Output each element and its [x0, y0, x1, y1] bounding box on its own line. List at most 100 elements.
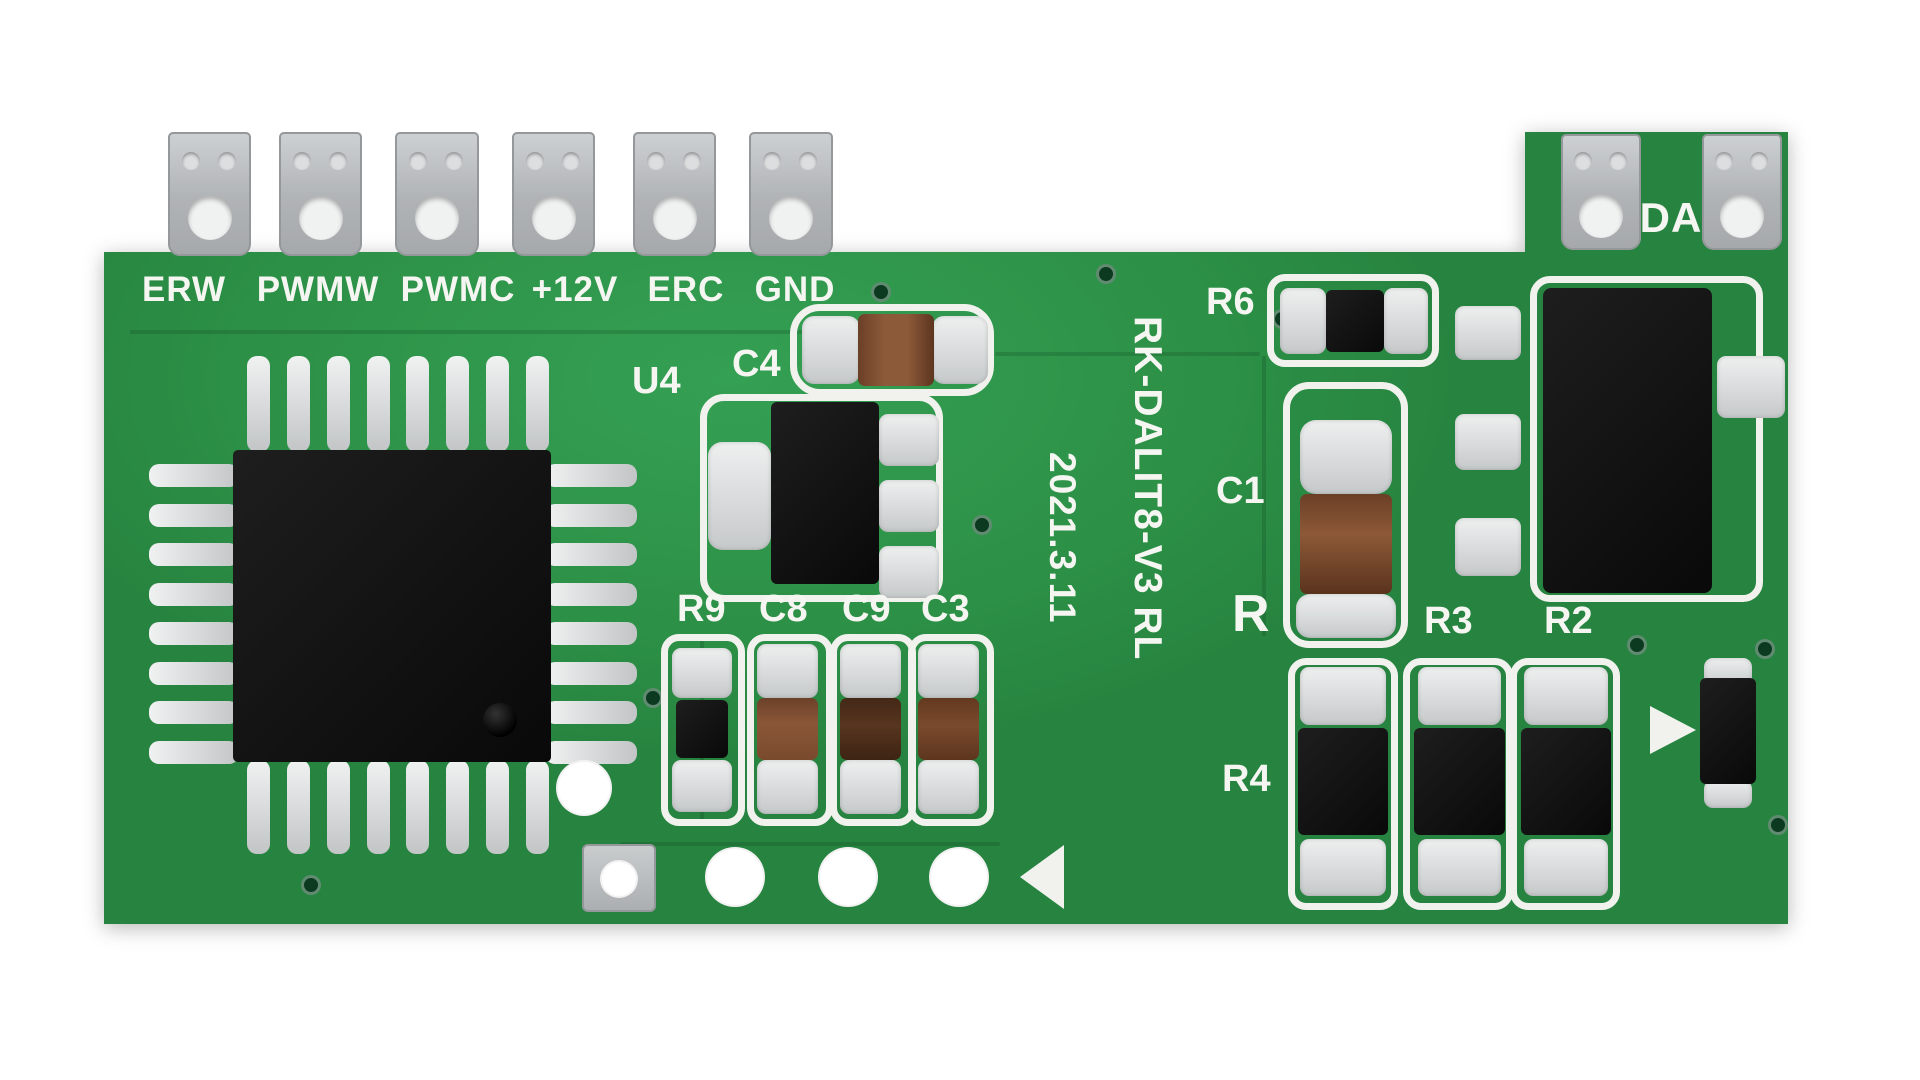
qfp-pin — [545, 582, 637, 606]
qfp-pin — [326, 356, 350, 452]
connector-tab-erw — [168, 132, 251, 256]
qfp-pin — [247, 356, 270, 452]
ic-lead-pad — [1455, 414, 1521, 470]
r4-body — [1298, 728, 1388, 835]
r9-terminal — [672, 648, 732, 698]
connector-pin-hole — [182, 152, 200, 170]
connector-label-pwmw: PWMW — [256, 270, 380, 309]
qfp-pin — [149, 464, 239, 487]
connector-tab-12v — [512, 132, 595, 256]
u4-lead-pad — [879, 546, 939, 598]
qfp-pin — [545, 464, 637, 487]
qfp-pin — [149, 701, 239, 725]
connector-wire-hole — [1720, 194, 1764, 238]
connector-pin-hole — [409, 152, 427, 170]
connector-wire-hole — [299, 196, 343, 240]
pad-hole — [600, 860, 638, 898]
silkscreen-outline-r3 — [1403, 658, 1513, 910]
r2-terminal — [1524, 667, 1608, 725]
silkscreen-outline-r6 — [1267, 274, 1439, 367]
connector-tab-pwmc — [395, 132, 479, 256]
connector-pin-hole — [445, 152, 463, 170]
r3-body — [1414, 728, 1505, 835]
square-pad — [582, 844, 656, 912]
label-r4: R4 — [1222, 758, 1271, 800]
label-r-single: R — [1232, 585, 1270, 643]
r4-terminal — [1300, 839, 1386, 896]
qfp-pin — [326, 760, 350, 854]
c4-terminal — [932, 316, 988, 384]
mounting-hole — [818, 847, 878, 907]
c1-terminal — [1300, 420, 1392, 494]
silkscreen-outline-u4 — [700, 394, 943, 602]
qfp-pin — [446, 356, 470, 452]
connector-tab-erc — [633, 132, 716, 256]
connector-pin-hole — [683, 152, 701, 170]
connector-wire-hole — [653, 196, 697, 240]
c8-body — [757, 698, 818, 760]
connector-pin-hole — [1609, 152, 1627, 170]
connector-pin-hole — [293, 152, 311, 170]
qfp-pin — [545, 661, 637, 685]
u4-body — [771, 402, 879, 584]
c8-terminal — [757, 644, 818, 698]
connector-pin-hole — [763, 152, 781, 170]
copper-trace — [1262, 356, 1266, 636]
qfp-pin — [486, 356, 510, 452]
connector-wire-hole — [532, 196, 576, 240]
qfp-pin — [545, 543, 637, 567]
connector-pin-hole — [562, 152, 580, 170]
silkscreen-outline-c3 — [908, 634, 994, 826]
qfp-pin-bank-top — [247, 356, 549, 452]
qfp-pin — [149, 582, 239, 606]
u4-lead-pad — [879, 480, 939, 532]
qfp-pin — [366, 356, 390, 452]
c1-terminal — [1296, 594, 1396, 638]
qfp-pin-bank-right — [545, 464, 637, 764]
ic-body — [1543, 288, 1712, 593]
qfp-pin — [247, 760, 270, 854]
connector-tab-pwmw — [279, 132, 362, 256]
u4-tab-pad — [708, 442, 771, 550]
qfp-pin1-dot — [483, 703, 517, 737]
qfp-pin — [366, 760, 390, 854]
board-edge-triangle-mark — [1020, 845, 1064, 909]
qfp-pin — [486, 760, 510, 854]
qfp-pin — [545, 740, 637, 764]
connector-pin-hole — [218, 152, 236, 170]
diode-arrow-mark — [1650, 706, 1696, 754]
qfp-pin — [406, 356, 430, 452]
connector-label-gnd: GND — [754, 270, 836, 309]
r9-body — [676, 700, 728, 758]
qfp-pin — [545, 503, 637, 527]
ic-lead-pad — [1455, 306, 1521, 360]
c3-terminal — [918, 644, 979, 698]
plated-hole — [556, 760, 612, 816]
silkscreen-outline-ic — [1530, 276, 1763, 602]
connector-wire-hole — [1579, 194, 1623, 238]
silkscreen-outline-c8 — [747, 634, 833, 826]
copper-trace — [620, 842, 1000, 846]
c9-body — [840, 698, 901, 760]
r6-body — [1326, 290, 1384, 352]
label-r6: R6 — [1206, 281, 1255, 323]
qfp-pin — [286, 356, 310, 452]
c4-body — [858, 314, 934, 386]
connector-wire-hole — [188, 196, 232, 240]
r3-terminal — [1418, 839, 1501, 896]
connector-pin-hole — [1715, 152, 1733, 170]
connector-label-12v: +12V — [531, 270, 619, 309]
qfp-pin — [446, 760, 470, 854]
r6-terminal — [1384, 288, 1428, 354]
via — [301, 875, 321, 895]
connector-pin-hole — [799, 152, 817, 170]
copper-trace — [995, 352, 1260, 356]
via — [1627, 635, 1647, 655]
r2-terminal — [1524, 839, 1608, 896]
label-r3: R3 — [1424, 600, 1473, 642]
r4-terminal — [1300, 667, 1386, 725]
qfp-pin — [286, 760, 310, 854]
connector-tab-da-right — [1702, 134, 1782, 250]
qfp-pin — [406, 760, 430, 854]
